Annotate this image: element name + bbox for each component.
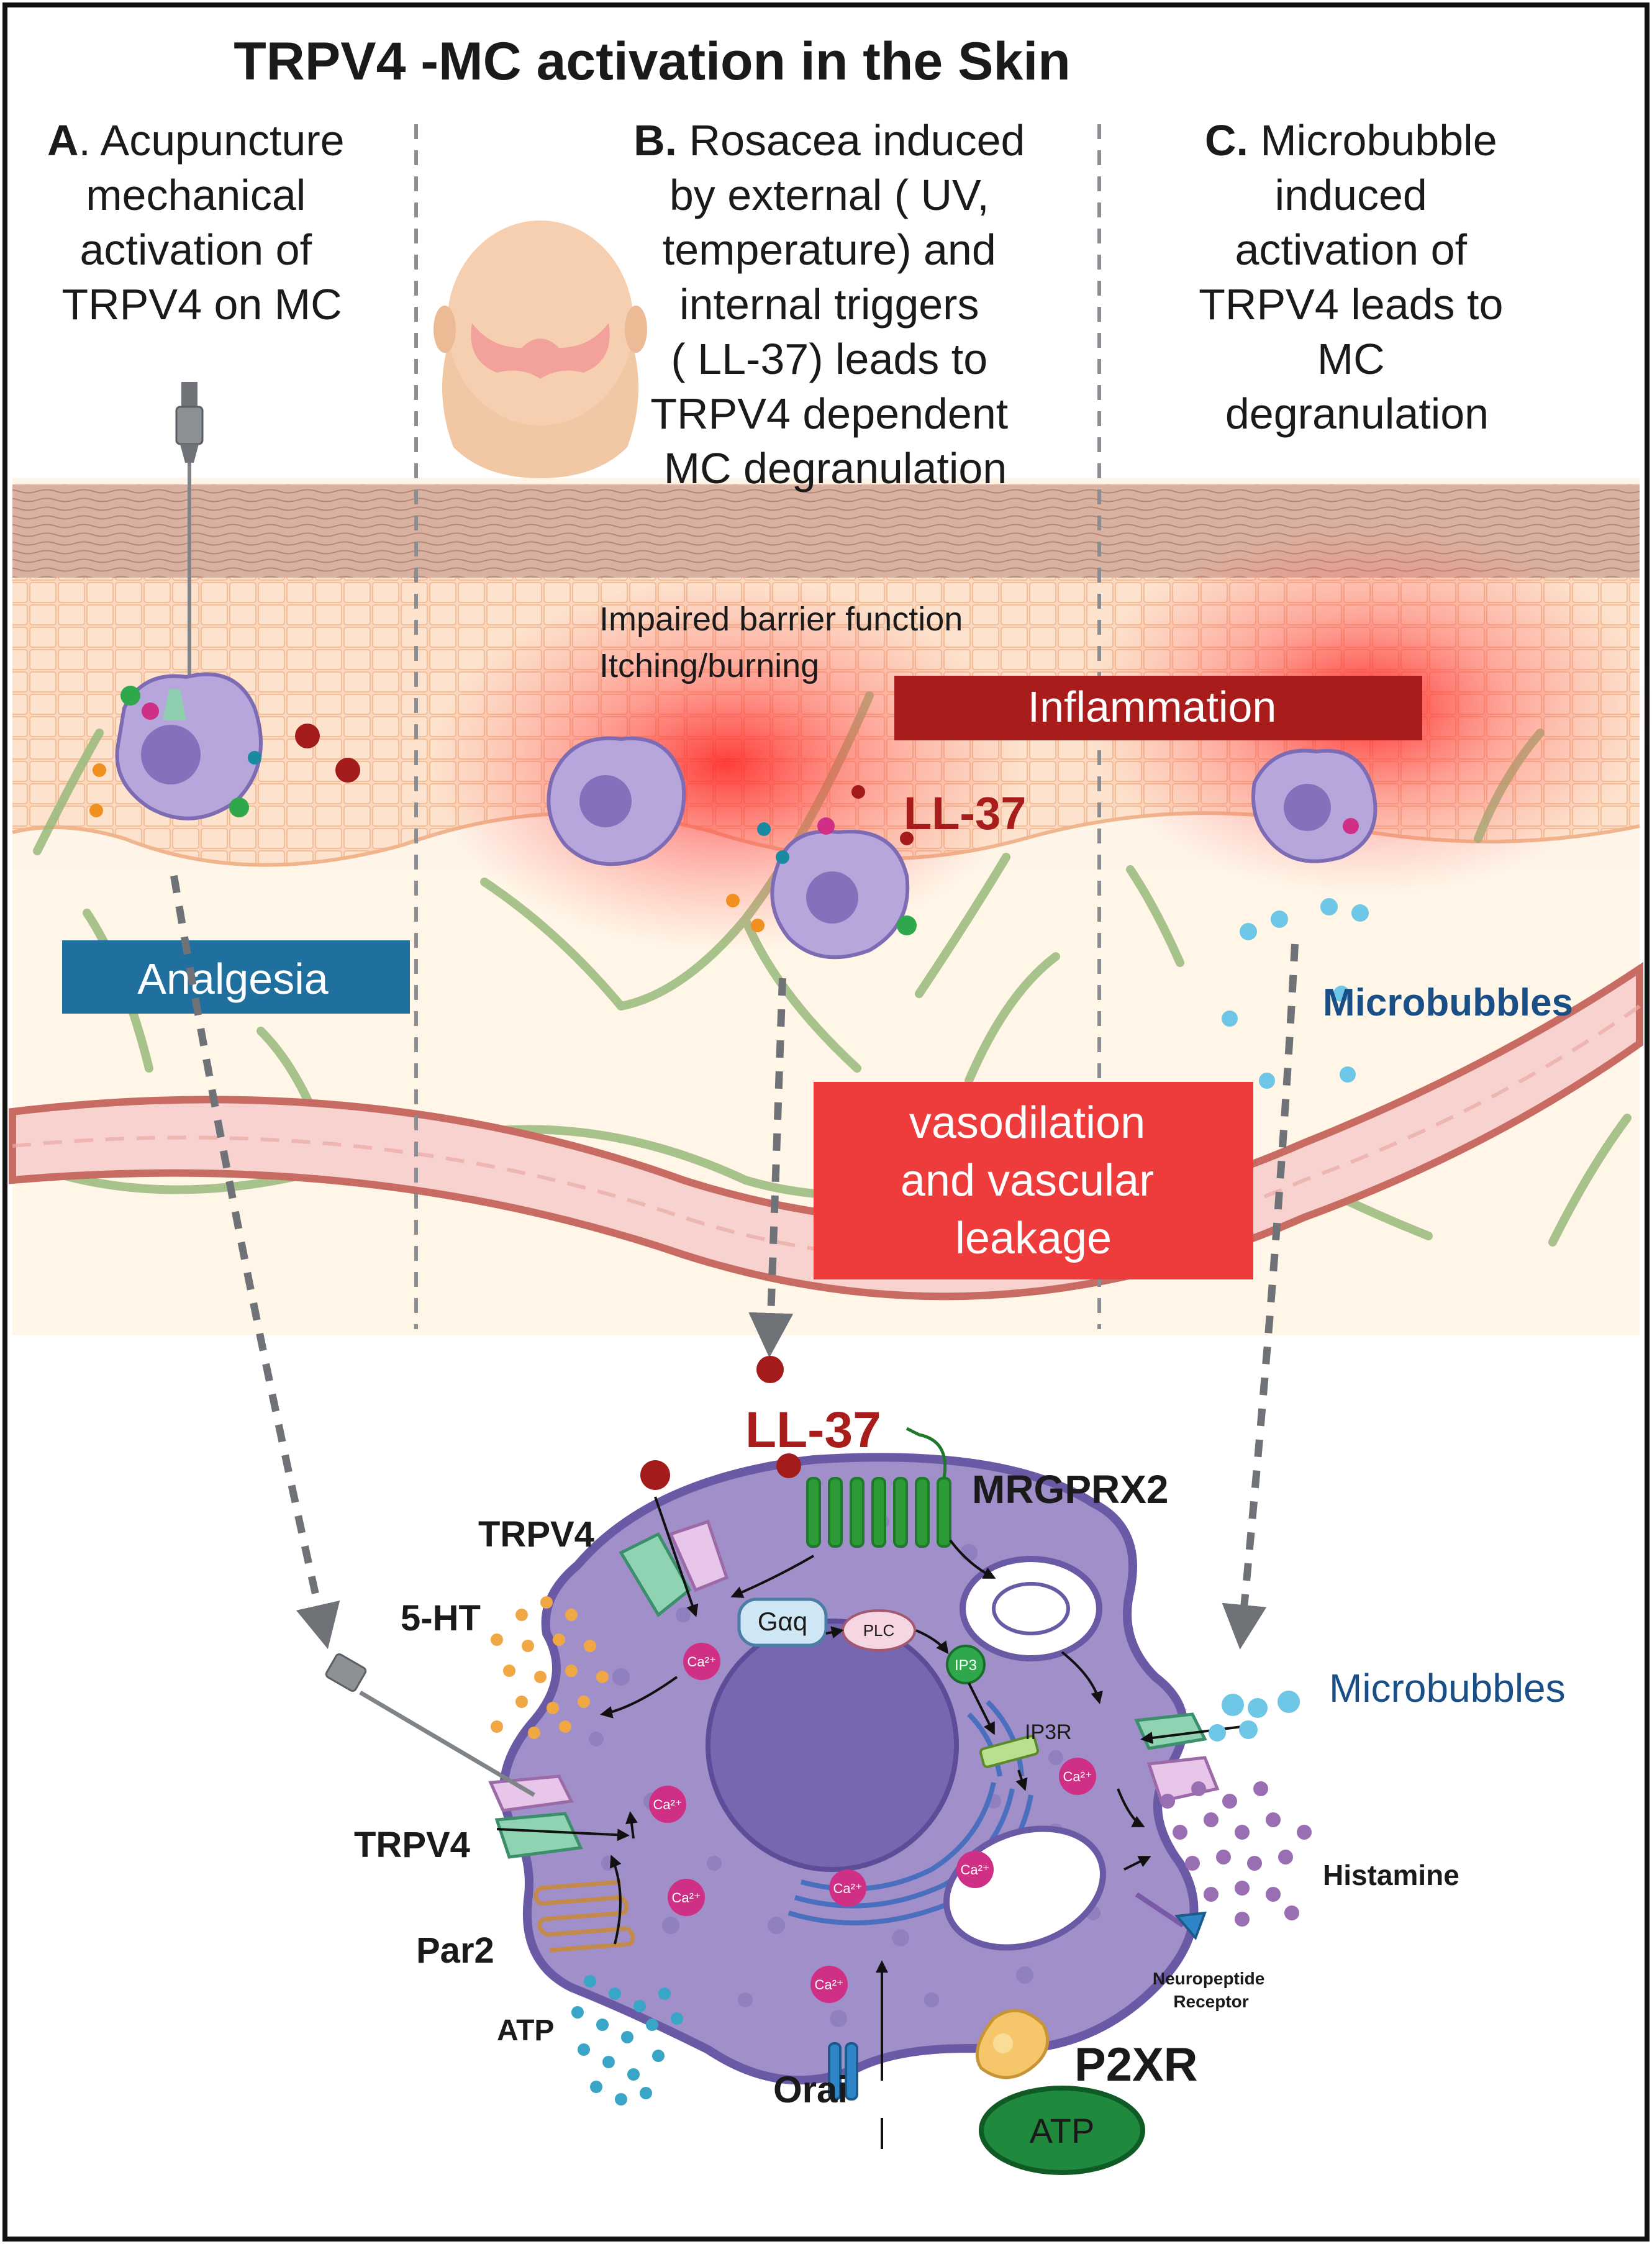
- trpv4-channel-top: [619, 1519, 729, 1617]
- mast-cell-b-activated: [726, 785, 917, 960]
- mrgprx2-receptor: [806, 1477, 951, 1548]
- mast-cell-a: [89, 672, 360, 820]
- panel-a-caption: A. Acupuncture mechanical activation of …: [47, 116, 356, 329]
- barrier-label: Impaired barrier function Itching/burnin…: [599, 601, 972, 684]
- vasodilation-box: [814, 1082, 1253, 1279]
- atp-oval-label: ATP: [1030, 2111, 1095, 2150]
- gaq-label: Gαq: [758, 1607, 807, 1636]
- gaq-protein: [737, 1597, 828, 1647]
- plc-label: PLC: [863, 1621, 895, 1640]
- atp-molecules: [571, 1975, 683, 2105]
- microbubbles-cluster: [1209, 1691, 1300, 1742]
- rosacea-rash: [471, 323, 610, 379]
- microbubbles-skin-label: Microbubbles: [1323, 981, 1573, 1024]
- p2xr-label: P2XR: [1074, 2038, 1198, 2091]
- panel-b-caption: B. Rosacea induced by external ( UV, tem…: [633, 116, 1037, 493]
- arrow-a-to-cell: [170, 874, 340, 1650]
- panel-c-caption: C. Microbubble induced activation of TRP…: [1199, 116, 1515, 438]
- orai-channel: [828, 2042, 858, 2101]
- ca-label: Ca²⁺: [653, 1797, 682, 1812]
- ll37-drop: [640, 1460, 670, 1490]
- face-illustration: [433, 220, 647, 478]
- ll37-skin-label: LL-37: [904, 788, 1026, 839]
- histamine-granules: [1160, 1781, 1312, 1927]
- analgesia-label: Analgesia: [137, 955, 329, 1003]
- ip3r-channel: [979, 1735, 1040, 1768]
- microbubbles-cell-label: Microbubbles: [1329, 1666, 1566, 1710]
- neuropeptide-label: Neuropeptide Receptor: [1153, 1969, 1269, 2011]
- inflammation-box: [894, 676, 1422, 740]
- trpv4-bottom-label: TRPV4: [354, 1825, 470, 1865]
- ip3-label: IP3: [955, 1657, 977, 1674]
- arrow-c-to-cell: [1222, 943, 1299, 1650]
- vasodilation-label: vasodilation and vascular leakage: [901, 1098, 1166, 1263]
- atp-left-label: ATP: [497, 2014, 554, 2047]
- par2-receptor: [533, 1879, 635, 1953]
- ca-label: Ca²⁺: [671, 1890, 701, 1906]
- ll37-drop: [756, 1356, 784, 1383]
- nucleus: [706, 1619, 959, 1872]
- ll37-drop: [776, 1453, 801, 1478]
- analgesia-box: [62, 940, 410, 1014]
- p2xr-receptor: [975, 2009, 1050, 2079]
- mrgprx2-label: MRGPRX2: [972, 1467, 1169, 1512]
- ca-label: Ca²⁺: [960, 1862, 989, 1878]
- orai-label: Orai: [773, 2069, 848, 2110]
- ca-label: Ca²⁺: [1063, 1769, 1092, 1784]
- neuropeptide-receptor: [1135, 1892, 1207, 1940]
- par2-label: Par2: [416, 1930, 494, 1971]
- ca-label: Ca²⁺: [687, 1654, 716, 1669]
- ca-label: Ca²⁺: [814, 1977, 843, 1992]
- needle-icon: [175, 382, 204, 677]
- connector-arrows: [170, 874, 1299, 1650]
- trpv4-top-label: TRPV4: [478, 1514, 594, 1555]
- histamine-label: Histamine: [1323, 1859, 1459, 1891]
- ll37-cell-label: LL-37: [745, 1402, 881, 1458]
- figure-title: TRPV4 -MC activation in the Skin: [234, 32, 1071, 91]
- mast-cell-c: [1222, 748, 1377, 1089]
- serotonin-granules: [491, 1596, 609, 1739]
- ip3r-label: IP3R: [1025, 1720, 1072, 1744]
- calcium-ions: [649, 1643, 1096, 2003]
- ca-label: Ca²⁺: [833, 1881, 862, 1896]
- mast-cell-large: Ca²⁺ Ca²⁺ Ca²⁺ Ca²⁺ Ca²⁺ Ca²⁺ Ca²⁺: [488, 1356, 1312, 2149]
- ht5-label: 5-HT: [401, 1598, 481, 1638]
- mast-cell-b-resting: [547, 736, 686, 866]
- inflammation-label: Inflammation: [1028, 683, 1277, 731]
- ip3-molecule: [946, 1645, 986, 1684]
- atp-oval: [979, 2086, 1145, 2175]
- signal-arrows: [496, 1496, 1243, 2081]
- needle-icon-lower: [325, 1653, 535, 1797]
